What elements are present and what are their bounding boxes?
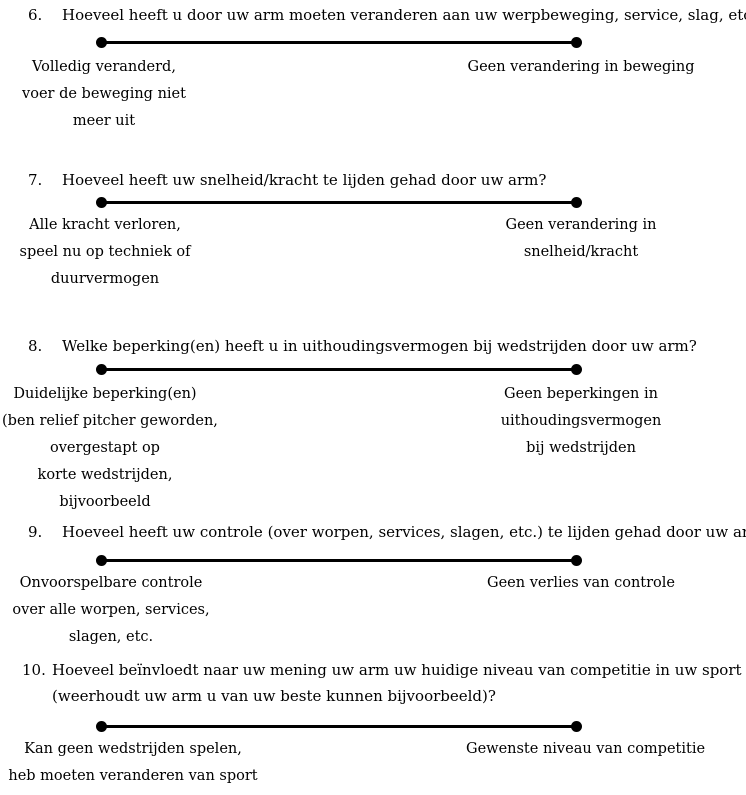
question-7-left-anchor-label: Alle kracht verloren, speel nu op techni… [3, 212, 207, 293]
anchor-label-line: heb moeten veranderen van sport [8, 768, 258, 784]
question-6-text: Hoeveel heeft u door uw arm moeten veran… [62, 2, 746, 28]
question-10-vas-scale[interactable] [96, 721, 582, 732]
anchor-label-line: Duidelijke beperking(en) [13, 386, 197, 402]
anchor-label-line: bij wedstrijden [526, 440, 636, 456]
anchor-label-line: Geen verlies van controle [487, 575, 675, 591]
question-10-left-anchor-label: Kan geen wedstrijden spelen, heb moeten … [2, 736, 264, 790]
scale-line [101, 41, 577, 44]
anchor-label-line: over alle worpen, services, [12, 602, 210, 618]
anchor-label-line: meer uit [72, 113, 136, 129]
question-9-number: 9. [28, 523, 43, 541]
question-7-number: 7. [28, 171, 43, 189]
question-10-text: Hoeveel beïnvloedt naar uw mening uw arm… [52, 657, 742, 709]
anchor-label-line: snelheid/kracht [523, 244, 639, 260]
question-7-text-line: Hoeveel heeft uw snelheid/kracht te lijd… [62, 171, 547, 189]
question-6-right-anchor-label: Geen verandering in beweging [466, 54, 696, 81]
anchor-label-line: Kan geen wedstrijden spelen, [24, 741, 242, 757]
question-6-number: 6. [28, 6, 43, 24]
question-10-right-anchor-label: Gewenste niveau van competitie [466, 736, 706, 763]
question-10-text-line: (weerhoudt uw arm u van uw beste kunnen … [52, 687, 496, 705]
question-7-right-anchor-label: Geen verandering in snelheid/kracht [466, 212, 696, 266]
question-6-text-line: Hoeveel heeft u door uw arm moeten veran… [62, 6, 746, 24]
scale-right-endpoint-dot [571, 721, 582, 732]
anchor-label-line: Geen verandering in beweging [467, 59, 695, 75]
scale-line [101, 559, 577, 562]
anchor-label-line: Alle kracht verloren, [29, 217, 181, 233]
anchor-label-line: speel nu op techniek of [19, 244, 191, 260]
scale-line [101, 201, 577, 204]
question-8-left-anchor-label: Duidelijke beperking(en) (ben relief pit… [2, 381, 218, 516]
anchor-label-line: slagen, etc. [68, 629, 154, 645]
anchor-label-line: Geen verandering in [505, 217, 657, 233]
anchor-label-line: Geen beperkingen in [504, 386, 658, 402]
anchor-label-line: voer de beweging niet [22, 86, 186, 102]
anchor-label-line: bijvoorbeeld [59, 494, 151, 510]
question-6-vas-scale[interactable] [96, 37, 582, 48]
question-8-vas-scale[interactable] [96, 364, 582, 375]
question-7-vas-scale[interactable] [96, 197, 582, 208]
question-7-text: Hoeveel heeft uw snelheid/kracht te lijd… [62, 167, 546, 193]
scale-line [101, 368, 577, 371]
question-10-text-line: Hoeveel beïnvloedt naar uw mening uw arm… [52, 661, 742, 679]
scale-right-endpoint-dot [571, 555, 582, 566]
scale-right-endpoint-dot [571, 197, 582, 208]
question-8-number: 8. [28, 337, 43, 355]
anchor-label-line: Gewenste niveau van competitie [466, 741, 706, 757]
anchor-label-line: overgestapt op [50, 440, 160, 456]
question-8-text: Welke beperking(en) heeft u in uithoudin… [62, 333, 697, 359]
question-6-left-anchor-label: Volledig veranderd, voer de beweging nie… [2, 54, 206, 135]
question-9-text-line: Hoeveel heeft uw controle (over worpen, … [62, 523, 746, 541]
scale-line [101, 725, 577, 728]
anchor-label-line: korte wedstrijden, [37, 467, 173, 483]
anchor-label-line: Onvoorspelbare controle [19, 575, 203, 591]
anchor-label-line: duurvermogen [50, 271, 160, 287]
question-8-text-line: Welke beperking(en) heeft u in uithoudin… [62, 337, 697, 355]
anchor-label-line: (ben relief pitcher geworden, [2, 413, 218, 429]
question-10-number: 10. [22, 661, 46, 679]
anchor-label-line: uithoudingsvermogen [500, 413, 662, 429]
question-9-left-anchor-label: Onvoorspelbare controle over alle worpen… [6, 570, 216, 651]
question-9-text: Hoeveel heeft uw controle (over worpen, … [62, 519, 746, 545]
question-8-right-anchor-label: Geen beperkingen in uithoudingsvermogen … [466, 381, 696, 462]
anchor-label-line: Volledig veranderd, [32, 59, 176, 75]
scale-right-endpoint-dot [571, 364, 582, 375]
question-9-right-anchor-label: Geen verlies van controle [466, 570, 696, 597]
question-9-vas-scale[interactable] [96, 555, 582, 566]
scale-right-endpoint-dot [571, 37, 582, 48]
